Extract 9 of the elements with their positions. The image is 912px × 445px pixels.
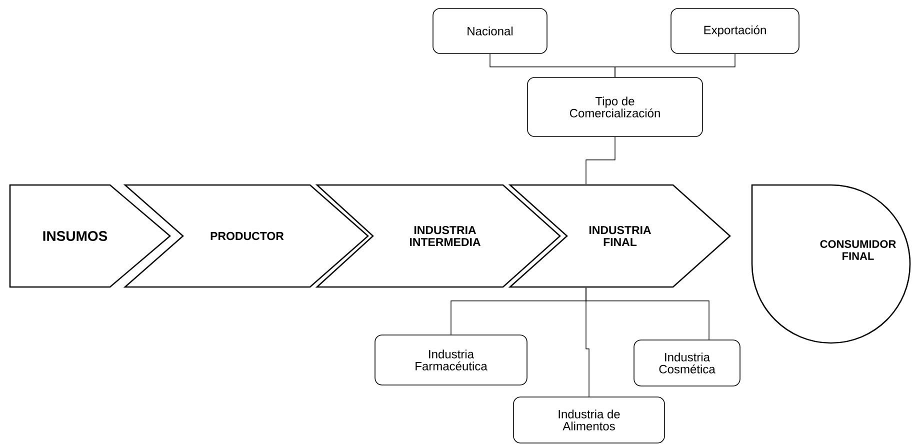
rounded-box: Industria de Alimentos <box>513 396 665 444</box>
rounded-box: Tipo de Comercialización <box>527 77 703 137</box>
connector-line <box>586 136 616 184</box>
rounded-box: Industria Cosmética <box>634 340 740 386</box>
rounded-box: Industria Farmacéutica <box>374 334 528 386</box>
rounded-box: Nacional <box>432 8 548 54</box>
rounded-box: Exportación <box>670 8 800 54</box>
connector-line <box>586 288 710 340</box>
connector-line <box>614 54 736 78</box>
